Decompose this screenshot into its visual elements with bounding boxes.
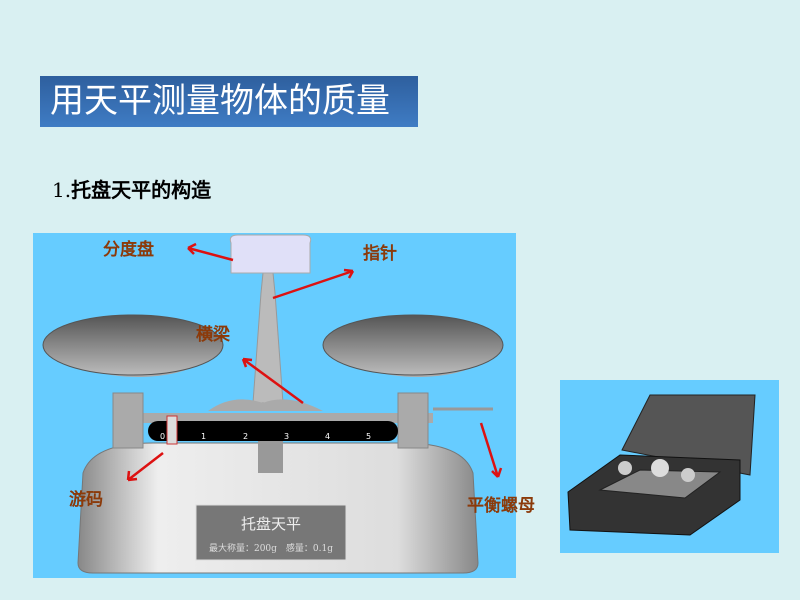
plate-spec: 最大称量：200g 感量：0.1g	[209, 542, 333, 554]
weight-box-illustration	[560, 380, 779, 553]
svg-text:5: 5	[366, 432, 371, 441]
label-pointer: 指针	[363, 244, 397, 264]
svg-text:0: 0	[160, 432, 165, 441]
weight-box-drawing	[567, 394, 756, 536]
svg-text:2: 2	[243, 432, 248, 441]
left-pan	[42, 314, 224, 376]
pointer	[252, 252, 284, 404]
dial	[229, 234, 312, 274]
rider-scale	[148, 421, 398, 441]
svg-text:3: 3	[284, 432, 289, 441]
svg-text:4: 4	[325, 432, 330, 441]
svg-text:1: 1	[201, 432, 206, 441]
label-rider: 游码	[69, 490, 103, 510]
plate-name: 托盘天平	[241, 515, 301, 533]
name-plate	[195, 504, 347, 561]
section-text: 托盘天平的构造	[71, 178, 212, 202]
rider	[166, 415, 178, 445]
label-dial: 分度盘	[103, 240, 154, 260]
label-beam: 横梁	[196, 325, 230, 345]
balance-drawing: 托盘天平 最大称量：200g 感量：0.1g 0 1 2 3 4 5	[42, 234, 504, 574]
label-balance-nut: 平衡螺母	[467, 496, 535, 516]
beam	[113, 399, 433, 423]
right-pan	[322, 314, 504, 376]
arrows	[126, 242, 503, 482]
section-heading: 1.托盘天平的构造	[52, 174, 211, 203]
scale-ticks: 0 1 2 3 4 5	[160, 432, 371, 441]
page-title: 用天平测量物体的质量	[40, 76, 418, 127]
section-number: 1.	[52, 178, 72, 202]
